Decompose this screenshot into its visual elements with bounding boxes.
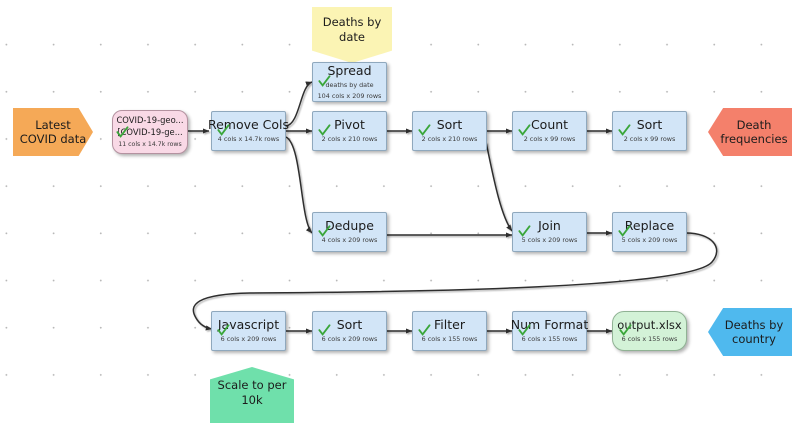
node-title: Sort xyxy=(336,317,363,333)
terminal-label-line1: Latest xyxy=(35,118,71,132)
node-spread[interactable]: Spread deaths by date 104 cols x 209 row… xyxy=(312,62,387,102)
node-remove-cols[interactable]: Remove Cols 4 cols x 14.7k rows xyxy=(207,111,290,151)
node-filter[interactable]: Filter 6 cols x 155 rows xyxy=(412,311,487,351)
node-subtitle: 11 cols x 14.7k rows xyxy=(118,141,182,148)
terminal-death-frequencies[interactable]: Death frequencies xyxy=(708,108,792,156)
node-title: Num Format xyxy=(510,317,589,333)
terminal-deaths-by-country[interactable]: Deaths by country xyxy=(708,308,792,356)
node-subtitle: 2 cols x 99 rows xyxy=(523,135,576,144)
edge-sort-1-to-join xyxy=(485,141,513,232)
node-subtitle: 2 cols x 210 rows xyxy=(321,135,378,144)
node-title: Replace xyxy=(624,218,675,234)
node-subtitle: 2 cols x 210 rows xyxy=(421,135,478,144)
node-subtitle: deaths by date xyxy=(325,81,374,90)
node-replace[interactable]: Replace 5 cols x 209 rows xyxy=(612,212,687,252)
edge-remove-cols-to-dedupe xyxy=(285,136,313,234)
node-javascript[interactable]: Javascript 6 cols x 209 rows xyxy=(211,311,286,351)
note-label-line2: date xyxy=(339,30,365,44)
note-deaths-by-date[interactable]: Deaths by date xyxy=(312,7,392,63)
node-subtitle: 4 cols x 14.7k rows xyxy=(217,135,280,144)
node-subtitle: 5 cols x 209 rows xyxy=(521,236,578,245)
node-title: Remove Cols xyxy=(207,117,290,133)
node-title: Sort xyxy=(636,117,663,133)
note-label-line1: Deaths by xyxy=(322,15,382,29)
node-subtitle: 6 cols x 209 rows xyxy=(321,335,378,344)
note-label-line2: 10k xyxy=(241,393,263,407)
node-count[interactable]: Count 2 cols x 99 rows xyxy=(512,111,587,151)
node-title: Join xyxy=(538,218,561,234)
node-title: Dedupe xyxy=(325,218,374,234)
node-subtitle-2: 104 cols x 209 rows xyxy=(317,91,382,100)
node-pivot[interactable]: Pivot 2 cols x 210 rows xyxy=(312,111,387,151)
node-title: Filter xyxy=(434,317,465,333)
node-subtitle: 6 cols x 155 rows xyxy=(421,335,478,344)
edge-remove-cols-to-spread xyxy=(285,81,313,127)
node-title: Count xyxy=(530,117,569,133)
terminal-label-line2: frequencies xyxy=(720,132,788,146)
node-num-format[interactable]: Num Format 6 cols x 155 rows xyxy=(510,311,589,351)
node-subtitle: 2 cols x 99 rows xyxy=(623,135,676,144)
note-label-line1: Scale to per xyxy=(217,378,287,392)
node-output-xlsx[interactable]: output.xlsx 6 cols x 155 rows xyxy=(612,311,687,351)
node-sort-1[interactable]: Sort 2 cols x 210 rows xyxy=(412,111,487,151)
terminal-latest-covid-data[interactable]: Latest COVID data xyxy=(13,108,93,156)
node-title: Javascript xyxy=(217,317,280,333)
note-scale-per-10k[interactable]: Scale to per 10k xyxy=(210,367,294,423)
node-subtitle: 6 cols x 155 rows xyxy=(521,335,578,344)
node-sort-2[interactable]: Sort 2 cols x 99 rows xyxy=(612,111,687,151)
node-title-line1: COVID-19-geo... xyxy=(116,115,184,125)
node-title: Spread xyxy=(327,63,372,79)
node-title: Sort xyxy=(436,117,463,133)
terminal-label-line1: Death xyxy=(736,118,772,132)
terminal-label-line2: COVID data xyxy=(19,132,87,146)
node-subtitle: 5 cols x 209 rows xyxy=(621,236,678,245)
node-subtitle: 6 cols x 209 rows xyxy=(220,335,277,344)
terminal-label-line2: country xyxy=(732,332,776,346)
node-title: output.xlsx xyxy=(617,317,682,332)
node-covid-19-geo-data[interactable]: COVID-19-geo... [COVID-19-ge... 11 cols … xyxy=(112,110,188,154)
node-dedupe[interactable]: Dedupe 4 cols x 209 rows xyxy=(312,212,387,252)
node-sort-3[interactable]: Sort 6 cols x 209 rows xyxy=(312,311,387,351)
terminal-label-line1: Deaths by xyxy=(724,318,784,332)
node-join[interactable]: Join 5 cols x 209 rows xyxy=(512,212,587,252)
node-subtitle: 4 cols x 209 rows xyxy=(321,236,378,245)
node-title: Pivot xyxy=(334,117,365,133)
node-title-line2: [COVID-19-ge... xyxy=(117,126,183,137)
node-subtitle: 6 cols x 155 rows xyxy=(621,334,678,343)
